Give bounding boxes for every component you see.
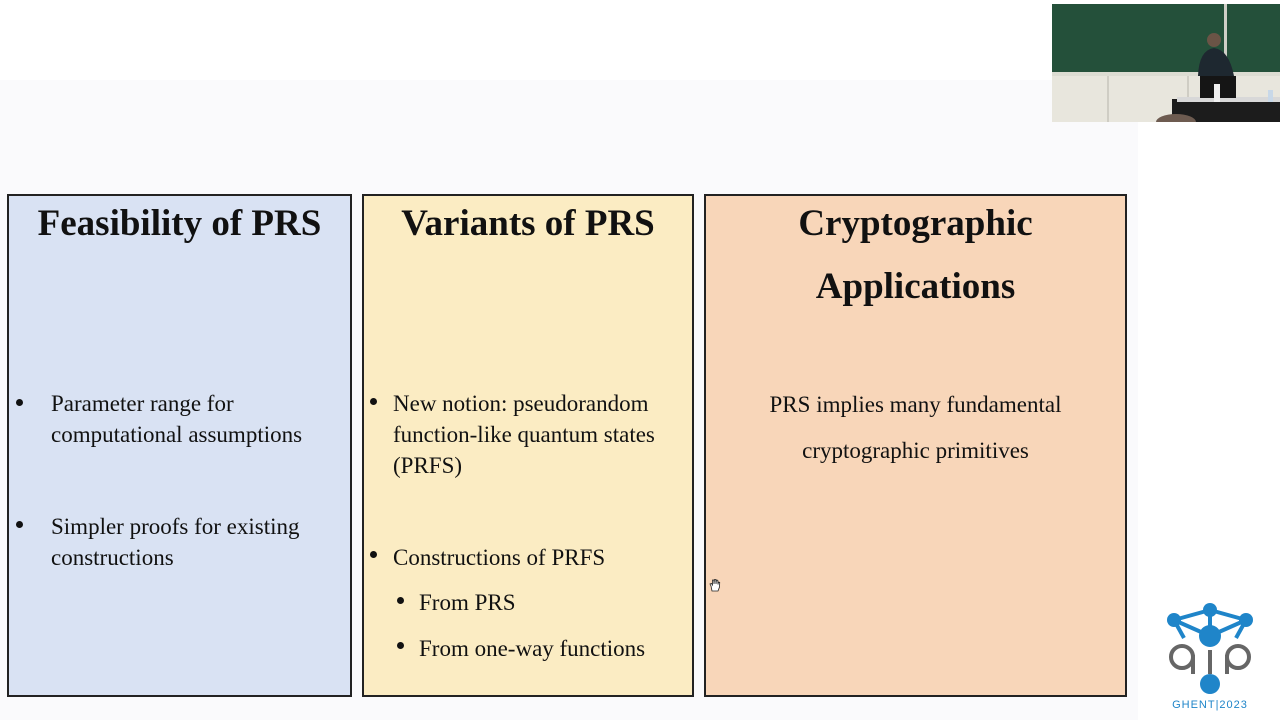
bullet-dot <box>370 551 377 558</box>
bullet-line: Constructions of PRFS <box>393 545 606 570</box>
bullet-dot <box>16 399 23 406</box>
bullet-line: Simpler proofs for existing <box>51 514 300 539</box>
variants-box: Variants of PRS New notion: pseudorandom… <box>362 194 694 697</box>
applications-title: Cryptographic Applications <box>706 192 1125 318</box>
bullet-new-notion: New notion: pseudorandom function-like q… <box>393 388 655 481</box>
bullet-line: New notion: pseudorandom <box>393 391 649 416</box>
title-line: Cryptographic <box>798 203 1033 244</box>
sub-bullet-from-prs: From PRS <box>419 590 516 615</box>
bullet-parameter-range: Parameter range for computational assump… <box>51 388 302 450</box>
applications-box: Cryptographic Applications PRS implies m… <box>704 194 1127 697</box>
feasibility-box: Feasibility of PRS Parameter range for c… <box>7 194 352 697</box>
logo-text: GHENT|2023 <box>1172 699 1248 711</box>
bullet-constructions: Constructions of PRFS <box>393 542 605 573</box>
bullet-line: constructions <box>51 545 174 570</box>
bullet-line: computational assumptions <box>51 422 303 447</box>
bullet-line: function-like quantum states <box>393 422 655 447</box>
paragraph-line: cryptographic primitives <box>802 438 1029 463</box>
variants-title: Variants of PRS <box>401 203 655 244</box>
feasibility-title: Feasibility of PRS <box>37 203 322 244</box>
bullet-dot <box>16 521 23 528</box>
bullet-dot <box>370 398 377 405</box>
bullet-line: (PRFS) <box>393 453 463 478</box>
applications-paragraph: PRS implies many fundamental cryptograph… <box>706 382 1125 474</box>
speaker-video <box>1052 4 1280 122</box>
hand-cursor-icon <box>709 579 721 592</box>
bullet-line: Parameter range for <box>51 391 234 416</box>
qip-ghent-2023-logo: GHENT|2023 <box>1167 603 1253 711</box>
paragraph-line: PRS implies many fundamental <box>769 392 1062 417</box>
title-line: Applications <box>815 266 1016 307</box>
bullet-simpler-proofs: Simpler proofs for existing construction… <box>51 511 300 573</box>
sub-bullet-from-owf: From one-way functions <box>419 636 646 661</box>
sub-bullet-dot <box>397 597 404 604</box>
sub-bullet-dot <box>397 642 404 649</box>
lecture-hall-icon <box>1052 4 1280 122</box>
